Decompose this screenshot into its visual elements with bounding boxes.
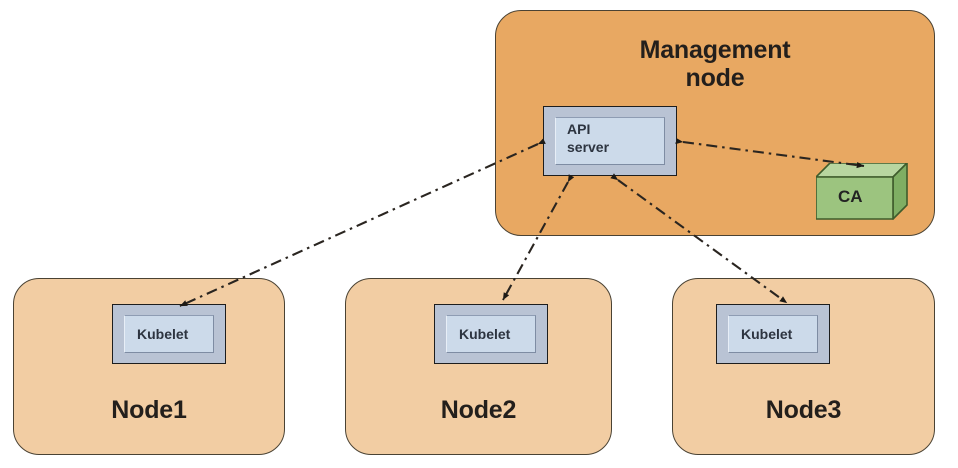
- kubelet-face-node3: [728, 315, 818, 353]
- kubelet-label-node1: Kubelet: [137, 326, 189, 342]
- kubelet-box-node2[interactable]: Kubelet: [434, 304, 548, 364]
- kubelet-box-node3[interactable]: Kubelet: [716, 304, 830, 364]
- node-title-node3: Node3: [765, 396, 842, 424]
- api-server-face: [555, 117, 665, 165]
- api-server-box[interactable]: API server: [543, 106, 677, 176]
- node-title-node1: Node1: [111, 396, 187, 424]
- ca-label: CA: [838, 187, 863, 206]
- management-node-title: Management node: [639, 36, 791, 92]
- ca-cuboid[interactable]: CA: [815, 162, 908, 221]
- node-title-node2: Node2: [440, 396, 517, 424]
- kubelet-face-node2: [446, 315, 536, 353]
- kubelet-label-node3: Kubelet: [741, 326, 793, 342]
- ca-shape-svg: [815, 162, 908, 220]
- api-server-label: API server: [567, 121, 610, 156]
- kubelet-box-node1[interactable]: Kubelet: [112, 304, 226, 364]
- kubelet-face-node1: [124, 315, 214, 353]
- kubelet-label-node2: Kubelet: [459, 326, 511, 342]
